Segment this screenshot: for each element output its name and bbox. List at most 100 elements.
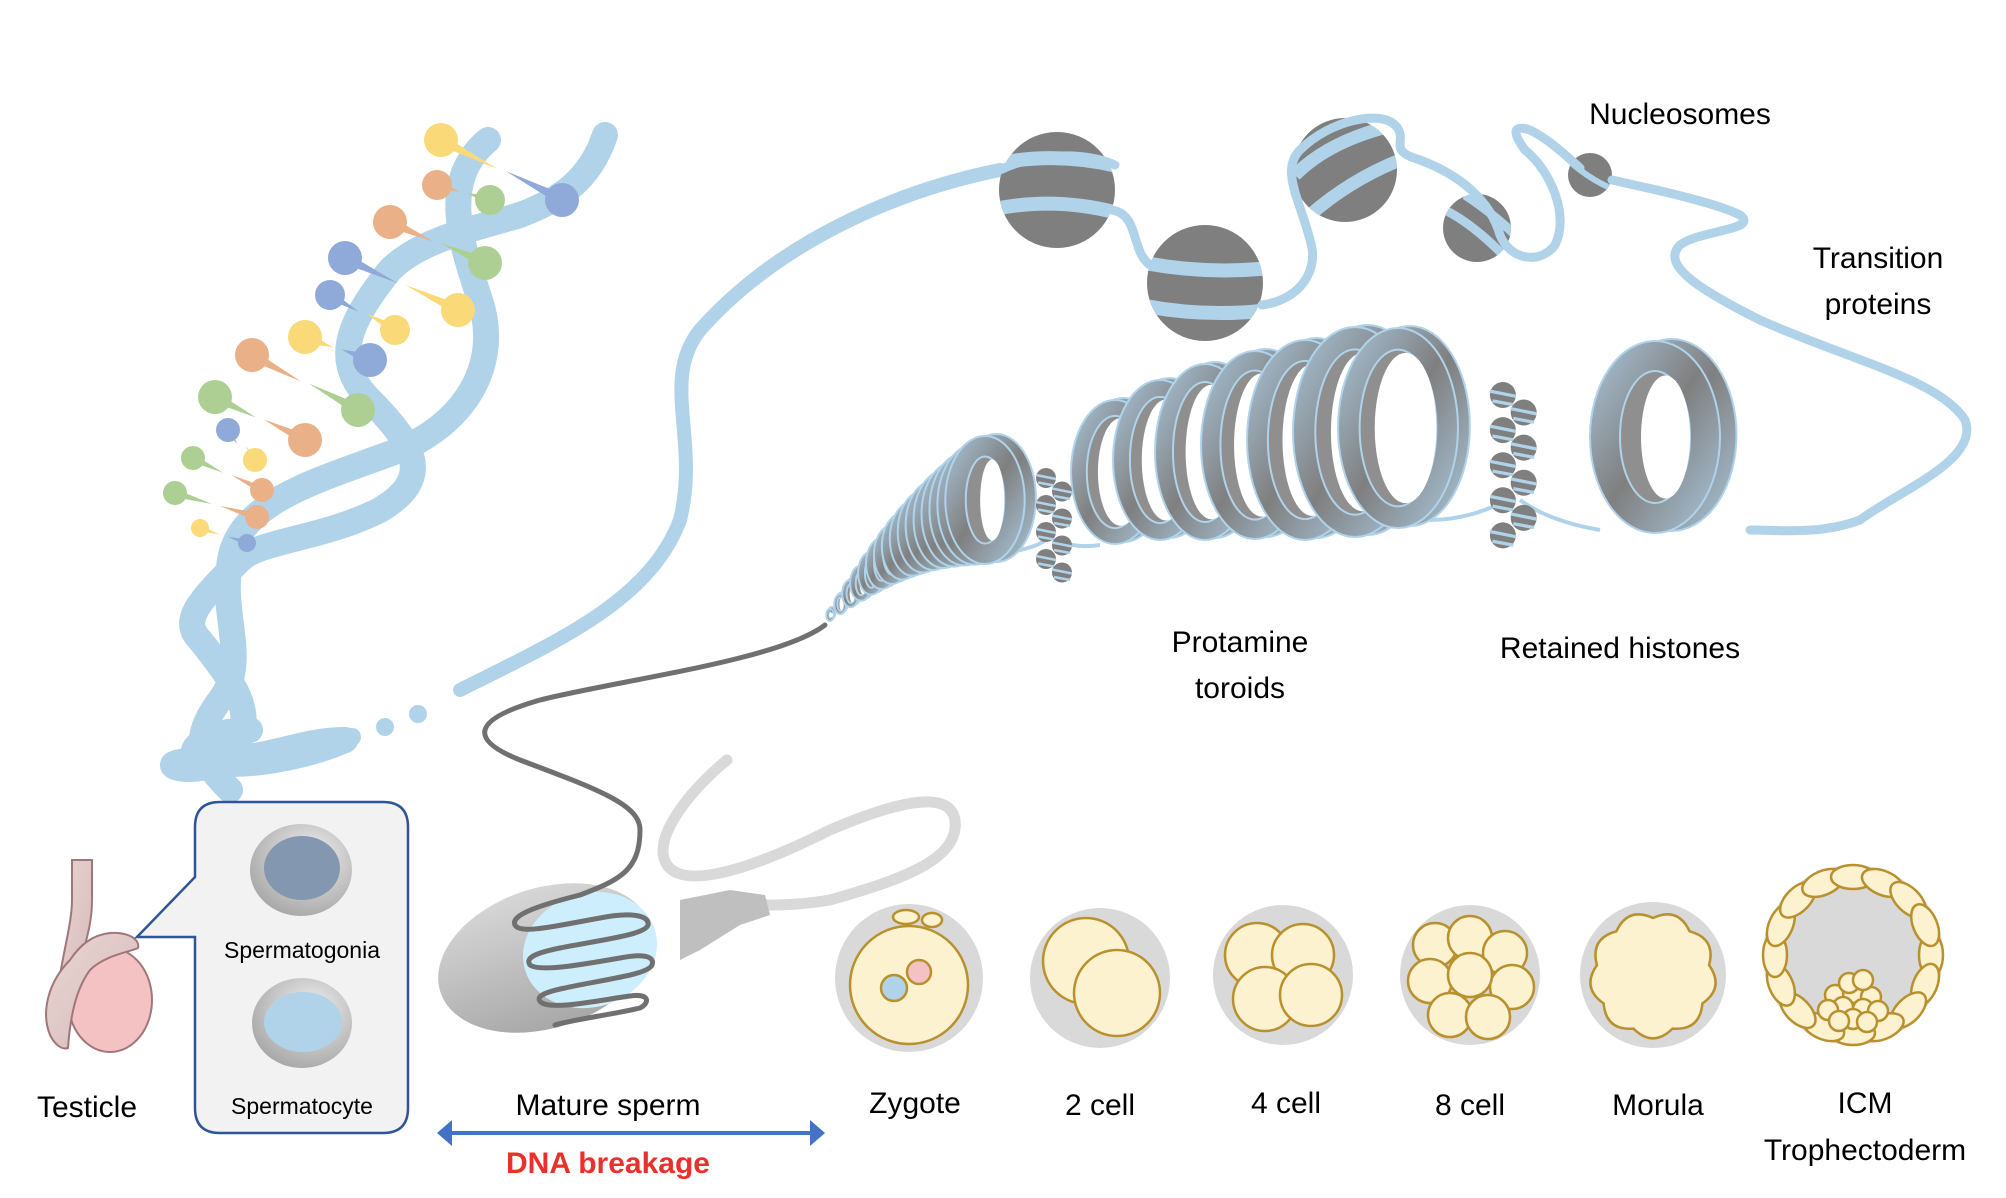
label-protamine-toroids-line2: toroids [1195, 672, 1285, 705]
histone-bead [1489, 417, 1517, 444]
label-spermatocyte: Spermatocyte [231, 1093, 373, 1119]
dna-extended-strand [453, 163, 1007, 697]
dna-continuation-dot [343, 728, 361, 746]
morula-cell-mass [1589, 913, 1717, 1040]
label-mature-sperm: Mature sperm [515, 1089, 700, 1122]
base-stick [252, 349, 301, 382]
histone-wrap [1035, 527, 1057, 535]
nucleotide-base [238, 534, 256, 552]
histone-bead [1489, 452, 1517, 479]
histone-wrap [1492, 469, 1514, 477]
embryo-morula [1580, 902, 1726, 1048]
blastomere [1464, 993, 1512, 1041]
base-stick [231, 475, 262, 495]
nucleotide-base [373, 205, 407, 239]
germ-cell-callout [134, 800, 410, 1135]
nucleotide-base [315, 280, 345, 310]
histone-wrap [1513, 522, 1535, 530]
histone-bead [1489, 382, 1517, 408]
histone-wrap [1510, 442, 1538, 451]
toroid [944, 433, 1037, 565]
histone-bead [1035, 549, 1057, 569]
histone-wrap [1053, 521, 1071, 528]
label-spermatogonia: Spermatogonia [224, 937, 380, 963]
toroid [1337, 325, 1471, 529]
base-stick [220, 506, 257, 522]
histone-wrap [1053, 575, 1071, 582]
histone-bead [1510, 434, 1538, 461]
nucleotide-base [191, 519, 209, 537]
nucleotide-base [328, 241, 362, 275]
polar-body [920, 911, 944, 929]
nucleotide-base [424, 123, 458, 157]
histone-bead [1051, 562, 1073, 583]
nucleotide-base [243, 448, 267, 472]
histone-wrap [1489, 529, 1517, 539]
histone-bead [1051, 508, 1073, 529]
base-pair [163, 481, 269, 529]
nucleotide-base [245, 505, 269, 529]
label-retained-histones: Retained histones [1500, 632, 1740, 665]
histone-wrap [1510, 407, 1538, 416]
label-morula: Morula [1612, 1089, 1704, 1122]
sperm-dna-strand [482, 622, 828, 1028]
toroid-hole [1641, 375, 1690, 499]
histone-wrap [1492, 504, 1514, 512]
dna-backbone-strand-b [160, 122, 618, 782]
histone-wrap [1037, 508, 1055, 514]
spermatogonia-nucleus [264, 836, 340, 900]
embryo-2-cell [1030, 908, 1170, 1048]
trophectoderm-cell [1909, 903, 1941, 948]
histone-bead [1510, 469, 1538, 496]
retained-histone-cluster [1035, 468, 1073, 583]
histone-wrap [1051, 541, 1073, 548]
histone-wrap [1489, 389, 1517, 398]
label-4-cell: 4 cell [1251, 1087, 1321, 1120]
base-pair [216, 418, 267, 472]
protamine-toroids [825, 324, 1738, 622]
testicle-illustration [45, 859, 153, 1053]
polar-body [891, 908, 921, 926]
histone-bead [1489, 522, 1517, 549]
inner-cell-mass-cell [1855, 1010, 1879, 1034]
nucleosome [1293, 118, 1397, 222]
mature-sperm [438, 622, 961, 1033]
histone-wrap [1492, 434, 1514, 442]
label-2-cell: 2 cell [1065, 1089, 1135, 1122]
dna-base-pairs [163, 123, 579, 552]
base-stick [405, 285, 458, 316]
nucleosome [1147, 225, 1263, 341]
sperm-flagellum [657, 754, 961, 911]
base-stick [215, 391, 256, 418]
histone-bead [1510, 504, 1538, 531]
nucleotide-base [475, 185, 505, 215]
male-pronucleus [879, 973, 909, 1003]
inner-cell-mass-cell [1827, 1009, 1851, 1033]
label-transition-proteins-line1: Transition [1813, 242, 1944, 275]
toroid [1589, 338, 1738, 534]
histone-bead [1035, 468, 1057, 488]
base-pair [288, 320, 387, 377]
dna-continuation-dot [376, 718, 394, 736]
base-pair [422, 170, 505, 215]
dna-backbone-strand-a [189, 127, 501, 803]
nucleotide-base [216, 418, 240, 442]
label-protamine-toroids-line1: Protamine [1172, 626, 1309, 659]
base-stick [441, 243, 485, 269]
label-zygote: Zygote [869, 1087, 961, 1120]
histone-wrap [1513, 451, 1535, 459]
blastomere [1278, 962, 1344, 1028]
dna-breakage-arrow [437, 1120, 825, 1146]
nucleotide-base [545, 183, 579, 217]
base-stick [264, 419, 305, 446]
histone-wrap [1037, 562, 1055, 568]
toroid [825, 606, 837, 622]
nucleotide-base [288, 423, 322, 457]
histone-wrap [1492, 399, 1514, 407]
label-trophectoderm: Trophectoderm [1764, 1134, 1966, 1167]
base-stick [200, 524, 220, 535]
nucleotide-base [181, 446, 205, 470]
base-pair [328, 241, 475, 327]
embryo-zygote [835, 904, 983, 1052]
histone-wrap [1035, 554, 1057, 562]
